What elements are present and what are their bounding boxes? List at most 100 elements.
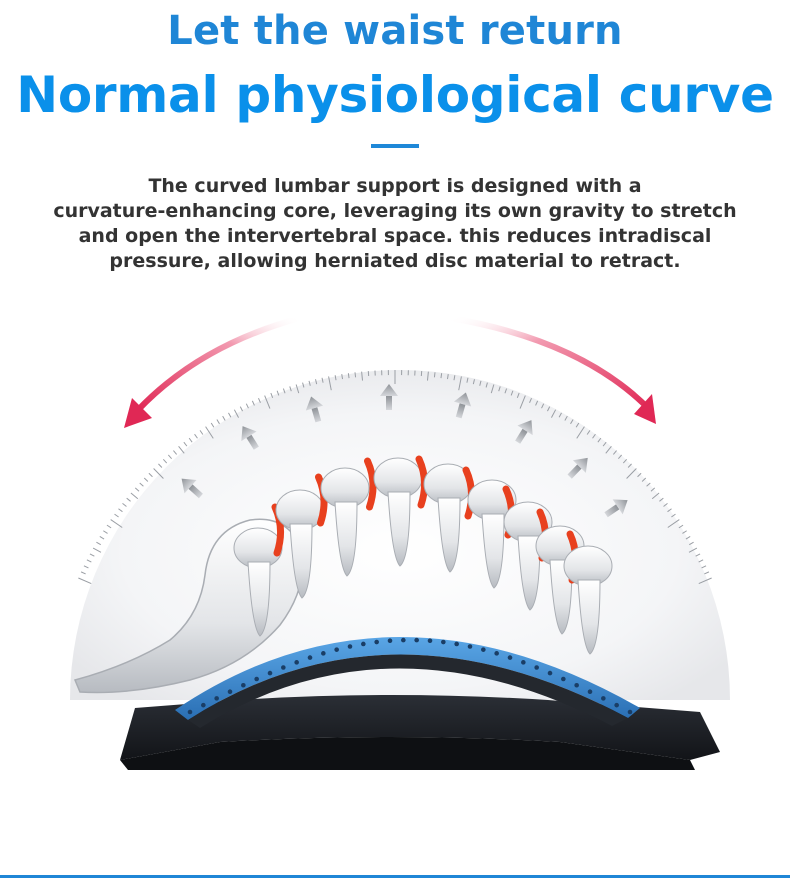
scale-tick <box>695 553 701 557</box>
scale-tick <box>592 433 596 439</box>
scale-tick <box>570 419 574 425</box>
scale-tick <box>597 437 602 443</box>
scale-tick <box>602 441 607 447</box>
scale-tick <box>251 400 255 406</box>
scale-tick <box>276 390 280 396</box>
scale-tick <box>646 482 651 487</box>
massage-nub <box>614 702 619 708</box>
scale-tick <box>685 536 691 540</box>
massage-nub <box>281 665 286 670</box>
up-arrow-icon <box>515 420 533 444</box>
scale-tick <box>92 547 102 553</box>
scale-tick <box>134 487 140 492</box>
scale-tick <box>188 437 193 443</box>
scale-tick <box>529 397 532 403</box>
scale-tick <box>667 519 680 528</box>
scale-tick <box>222 415 226 421</box>
scale-tick <box>622 459 628 464</box>
scale-tick <box>106 524 112 529</box>
scale-tick <box>354 372 357 378</box>
spine-stretcher-illustration <box>70 315 730 770</box>
scale-tick <box>315 379 318 385</box>
scale-tick <box>541 403 545 409</box>
description-line-4: pressure, allowing herniated disc materi… <box>109 250 681 272</box>
up-arrow-icon <box>380 384 398 410</box>
description: The curved lumbar support is designed wi… <box>20 174 770 274</box>
scale-tick <box>547 406 551 412</box>
scale-tick <box>99 536 105 540</box>
massage-nub <box>361 641 366 647</box>
stretcher-arch <box>175 636 640 720</box>
scale-tick <box>270 392 274 398</box>
scale-tick <box>498 386 501 392</box>
scale-tick <box>637 472 642 478</box>
scale-tick <box>148 472 153 478</box>
scale-tick <box>671 513 676 518</box>
headline: Normal physiological curve <box>16 66 774 124</box>
spinous-process <box>481 513 505 589</box>
scale-tick <box>479 380 482 386</box>
scale-tick <box>558 412 562 418</box>
curved-arrow-left-icon <box>135 315 303 413</box>
scale-tick <box>641 477 647 482</box>
scale-tick <box>289 386 292 392</box>
scale-tick <box>308 380 311 386</box>
description-line-1: The curved lumbar support is designed wi… <box>148 175 642 197</box>
stretcher-base <box>120 695 720 760</box>
scale-tick <box>504 388 508 394</box>
scale-tick <box>651 492 660 500</box>
massage-nub <box>587 689 593 695</box>
scale-tick <box>466 377 469 383</box>
scale-tick <box>472 379 475 385</box>
scale-tick <box>627 463 632 468</box>
scale-tick <box>83 565 89 569</box>
scale-tick <box>667 508 672 513</box>
scale-tick <box>122 503 127 507</box>
scale-tick <box>118 508 123 513</box>
massage-nub <box>494 651 499 656</box>
massage-nub <box>521 660 526 665</box>
scale-tick <box>130 492 139 500</box>
massage-nub <box>241 682 246 688</box>
scale-tick <box>178 446 185 454</box>
scale-tick <box>446 374 449 380</box>
scale-tick <box>245 403 249 409</box>
description-line-2: curvature-enhancing core, leveraging its… <box>53 200 737 222</box>
massage-nub <box>401 637 406 643</box>
curved-arrow-right-head <box>634 394 656 424</box>
scale-tick <box>485 382 488 388</box>
scale-tick <box>228 412 232 418</box>
spinous-process <box>577 579 601 655</box>
massage-nub <box>414 637 419 643</box>
scale-tick <box>535 400 539 406</box>
scale-tick <box>440 373 443 379</box>
spine-vertebrae <box>233 455 613 655</box>
scale-tick <box>361 371 364 381</box>
massage-nub <box>267 670 273 676</box>
up-arrow-icon <box>181 478 203 499</box>
scale-tick <box>89 553 95 557</box>
up-arrow-icon <box>305 396 324 423</box>
scale-tick <box>586 430 591 435</box>
up-arrow-icon <box>453 392 472 419</box>
spinous-process <box>549 559 573 635</box>
massage-nub <box>441 639 446 645</box>
scale-tick <box>510 390 514 396</box>
scale-tick <box>564 415 568 421</box>
scale-tick <box>194 433 198 439</box>
scale-tick <box>704 571 710 575</box>
title-line-1: Let the waist return <box>167 8 623 54</box>
scale-tick <box>143 477 149 482</box>
up-arrows <box>181 384 628 518</box>
scale-tick <box>258 397 261 403</box>
scale-tick <box>173 450 178 455</box>
massage-nub <box>574 682 579 688</box>
scale-tick <box>80 571 86 575</box>
scale-tick <box>216 419 220 425</box>
scale-tick <box>617 454 623 459</box>
scale-tick <box>162 459 168 464</box>
intervertebral-disc <box>315 473 328 527</box>
massage-nub <box>307 655 313 660</box>
description-line-3: and open the intervertebral space. this … <box>78 225 712 247</box>
massage-nubs <box>187 637 633 715</box>
